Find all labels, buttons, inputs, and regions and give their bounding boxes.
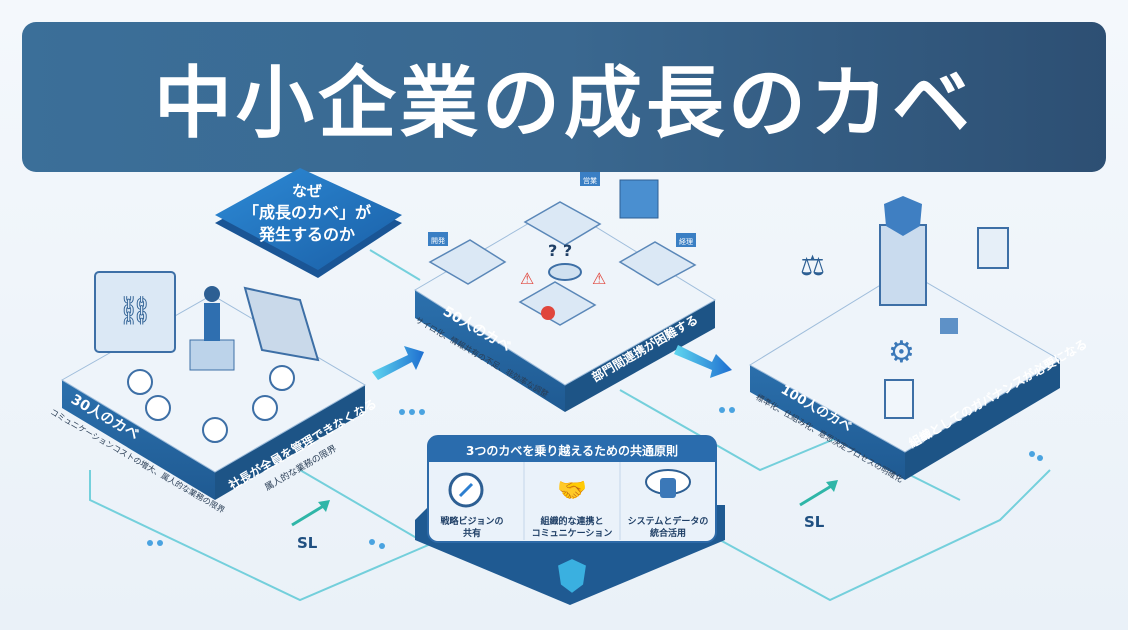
principle-3-line-1: システムとデータの bbox=[628, 515, 709, 527]
dept-label-dev: 開発 bbox=[431, 236, 445, 245]
principles-panel: 3つのカベを乗り越えるための共通原則 🤝 戦略ビジョンの 共有 組織的な連携と … bbox=[415, 435, 725, 605]
clipboard-icon bbox=[884, 379, 914, 419]
page-title: 中小企業の成長のカベ bbox=[153, 59, 974, 149]
checklist-icon bbox=[977, 227, 1009, 269]
lock-icon bbox=[940, 318, 958, 334]
warning-icon: ⚠ bbox=[520, 269, 534, 288]
employee-icons bbox=[127, 365, 295, 443]
title-banner: 中小企業の成長のカベ bbox=[22, 22, 1106, 172]
why-line-1: なぜ bbox=[292, 182, 322, 200]
dept-labels: 営業 開発 経理 bbox=[428, 172, 696, 247]
warning-icon-2: ⚠ bbox=[592, 269, 606, 288]
puzzle-icon bbox=[619, 179, 659, 219]
sl-logo-text-right: SL bbox=[804, 513, 825, 531]
error-icon bbox=[541, 306, 555, 320]
platform-100: ⚖ ⚙ 100人のカベ 標準化、仕組み化、意思決定プロセスの明確化 組織としての… bbox=[749, 196, 1090, 484]
why-line-3: 発生するのか bbox=[258, 225, 355, 244]
principle-3-line-2: 統合活用 bbox=[650, 527, 686, 539]
hub-icon bbox=[548, 263, 582, 281]
circuit-dots bbox=[147, 407, 1043, 549]
question-icon: ? ? bbox=[548, 241, 572, 260]
sl-logo-right: SL bbox=[799, 480, 838, 531]
platform-30: ⛓ 30人のカベ コミュニケーションコストの増大、属人的な業務の限界 社長が全員… bbox=[49, 271, 379, 515]
principles-header: 3つのカベを乗り越えるための共通原則 bbox=[466, 443, 678, 458]
broken-link-icon: ⛓ bbox=[117, 294, 153, 327]
shield-check-icon bbox=[555, 556, 589, 596]
why-line-2: 「成長のカベ」が bbox=[243, 203, 371, 222]
scale-icon: ⚖ bbox=[800, 249, 825, 282]
ceo-figure bbox=[204, 286, 220, 302]
principle-2-line-2: コミュニケーション bbox=[532, 528, 613, 539]
principle-2-line-1: 組織的な連携と bbox=[540, 515, 603, 527]
dept-label-sales: 営業 bbox=[583, 176, 597, 185]
principle-1-line-2: 共有 bbox=[463, 527, 481, 539]
arrow-down-right-icon bbox=[674, 345, 732, 378]
shield-scale-icon bbox=[884, 196, 922, 236]
gear-icon: ⚙ bbox=[888, 335, 915, 370]
sl-logo-text: SL bbox=[297, 534, 318, 552]
platform-50: ? ? ⚠ ⚠ 営業 開発 経理 50人のカベ サイロ化、情報共有の不足、非効率… bbox=[414, 172, 716, 412]
handshake-icon: 🤝 bbox=[557, 476, 587, 504]
arrow-right-icon bbox=[372, 346, 424, 380]
sl-logo-left: SL bbox=[291, 500, 330, 552]
why-box: なぜ 「成長のカベ」が 発生するのか bbox=[215, 168, 402, 278]
principle-1-line-1: 戦略ビジョンの bbox=[440, 515, 503, 527]
dept-label-accounting: 経理 bbox=[679, 237, 693, 246]
cracked-wall-icon bbox=[243, 286, 320, 362]
chain-screen-icon bbox=[94, 271, 176, 353]
